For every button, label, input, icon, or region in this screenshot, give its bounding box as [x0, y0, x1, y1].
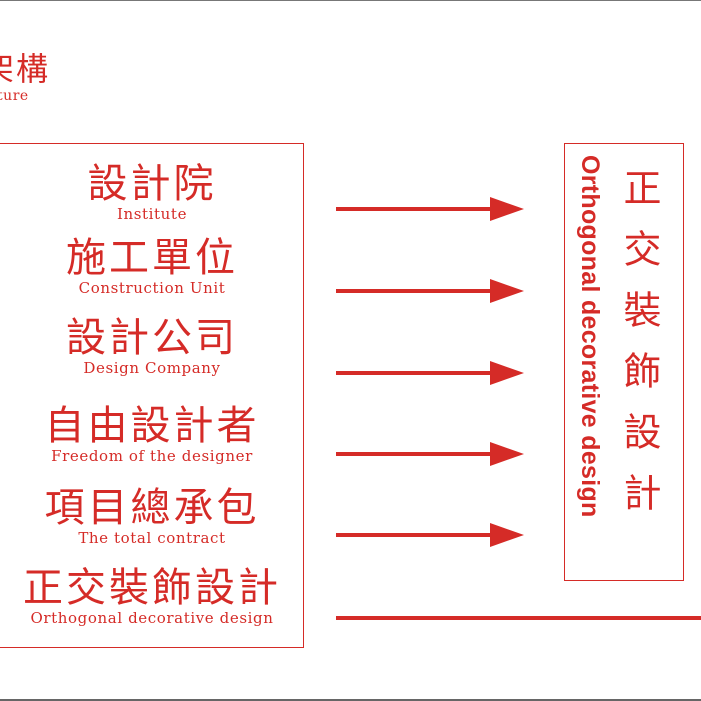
source-item-zh: 施工單位: [66, 235, 238, 281]
source-item-freedom-designer: 自由設計者 Freedom of the designer: [0, 404, 305, 464]
arrow-institute: [336, 197, 524, 221]
source-item-en: Design Company: [83, 359, 221, 377]
section-subtitle: ructure: [0, 88, 29, 104]
target-label-zh: 正交裝飾設計: [617, 168, 661, 534]
frame-bottom-border: [0, 699, 701, 701]
source-item-total-contract: 項目總承包 The total contract: [0, 486, 305, 546]
source-item-design-company: 設計公司 Design Company: [0, 316, 305, 376]
source-item-zh: 設計公司: [66, 315, 238, 361]
source-item-en: Freedom of the designer: [51, 447, 253, 465]
arrow-freedom-designer: [336, 442, 524, 466]
source-item-zh: 自由設計者: [44, 403, 260, 449]
target-box: [564, 143, 684, 581]
arrow-total-contract: [336, 523, 524, 547]
source-list-box: 設計院 Institute 施工單位 Construction Unit 設計公…: [0, 143, 304, 648]
section-title: 架構: [0, 50, 51, 88]
source-item-en: Construction Unit: [78, 279, 226, 297]
source-item-orthogonal: 正交裝飾設計 Orthogonal decorative design: [0, 566, 305, 626]
source-item-zh: 設計院: [87, 161, 217, 207]
source-item-en: The total contract: [78, 529, 226, 547]
source-item-en: Institute: [116, 205, 188, 223]
source-item-zh: 正交裝飾設計: [23, 565, 281, 611]
source-item-en: Orthogonal decorative design: [30, 609, 274, 627]
source-item-zh: 項目總承包: [44, 485, 260, 531]
arrow-construction-unit: [336, 279, 524, 303]
source-item-construction-unit: 施工單位 Construction Unit: [0, 236, 305, 296]
target-label-en: Orthogonal decorative design: [576, 155, 604, 518]
source-item-institute: 設計院 Institute: [0, 162, 305, 222]
arrow-design-company: [336, 361, 524, 385]
frame-top-border: [0, 0, 701, 1]
